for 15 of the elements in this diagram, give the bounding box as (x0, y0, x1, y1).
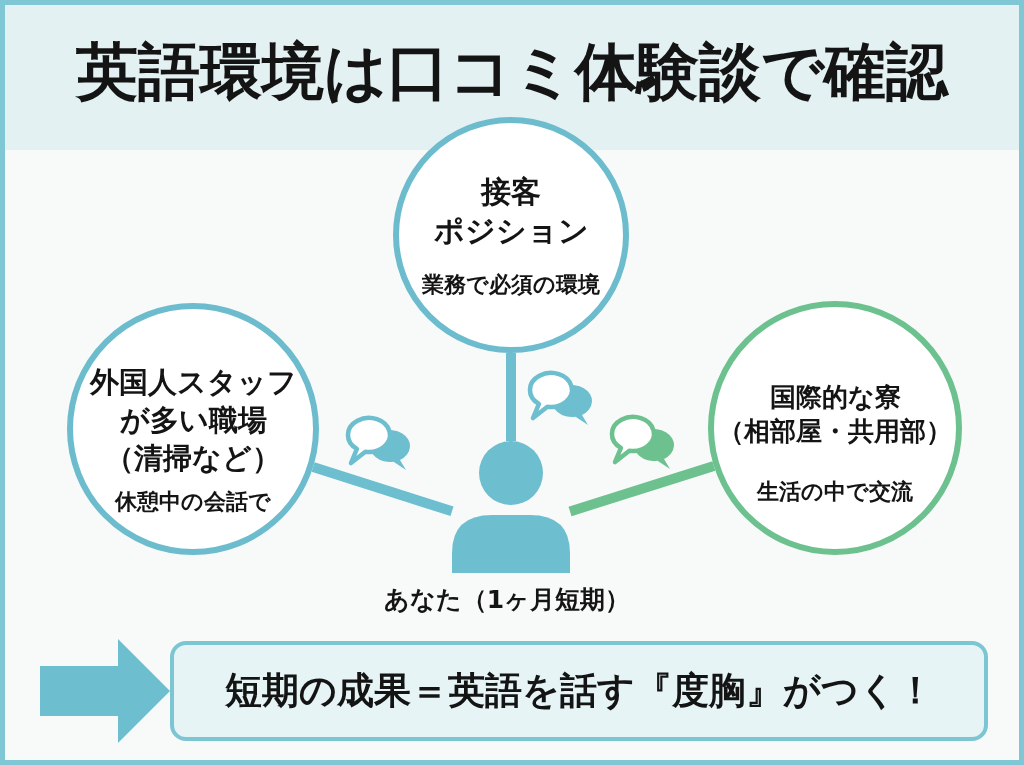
circle-heading: 外国人スタッフが多い職場（清掃など） (88, 364, 298, 477)
result-text: 短期の成果＝英語を話す『度胸』がつく！ (224, 668, 934, 714)
circle-subtext: 業務で必須の環境 (422, 271, 600, 299)
circle-subtext: 休憩中の会話で (115, 489, 271, 516)
circle-subtext: 生活の中で交流 (757, 478, 913, 505)
circle-heading: 接客ポジション (432, 172, 590, 250)
block-arrow (40, 639, 170, 743)
person-caption: あなた（1ヶ月短期） (383, 585, 631, 615)
connector-line (568, 461, 716, 517)
result-box (170, 641, 988, 741)
diagram-title: 英語環境は口コミ体験談で確認 (76, 37, 948, 107)
circle-heading: 国際的な寮（相部屋・共用部） (717, 381, 953, 448)
connector-line (311, 462, 454, 517)
connector-line (506, 353, 516, 441)
person-icon (452, 441, 570, 573)
